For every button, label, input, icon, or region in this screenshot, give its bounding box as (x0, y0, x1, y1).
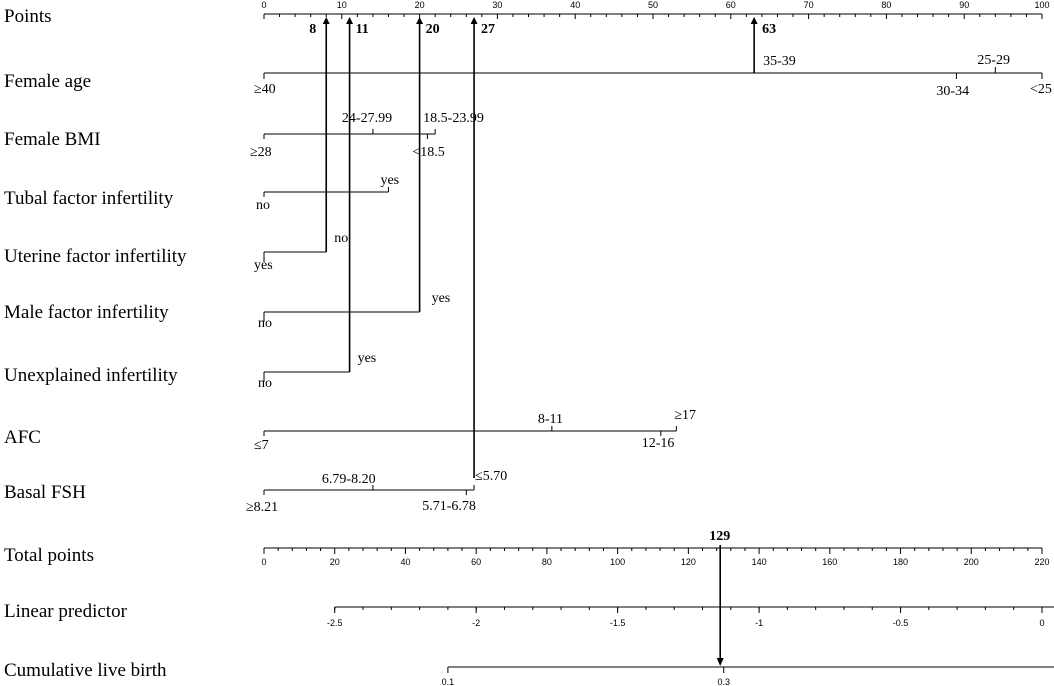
total-points-marker-label: 129 (709, 529, 730, 544)
lp-tick-label: -2 (472, 618, 480, 628)
level-label: yes (254, 258, 273, 273)
level-label: 6.79-8.20 (322, 472, 376, 487)
points-axis: 0 10 20 30 40 50 60 70 80 90 100 (261, 0, 1050, 19)
total-tick-label: 20 (330, 557, 340, 567)
points-row-label: Points (4, 6, 52, 27)
level-label: 24-27.99 (342, 111, 392, 126)
points-tick-label: 50 (648, 0, 658, 10)
linear-predictor-row-label: Linear predictor (4, 601, 128, 622)
level-label: yes (432, 291, 451, 306)
lp-tick-label: -0.5 (893, 618, 909, 628)
uterine-scale: yes no (254, 231, 348, 273)
level-label: no (256, 198, 270, 213)
level-label: 25-29 (977, 53, 1010, 68)
uterine-row-label: Uterine factor infertility (4, 246, 187, 267)
afc-row-label: AFC (4, 427, 41, 448)
row-labels: Points Female age Female BMI Tubal facto… (4, 6, 187, 681)
female-bmi-row-label: Female BMI (4, 129, 101, 150)
level-label: no (258, 376, 272, 391)
level-label: ≥17 (674, 408, 696, 423)
example-case-arrows: 8 11 20 27 63 129 (309, 17, 776, 666)
unexplained-scale: no yes (258, 351, 376, 391)
level-label: ≥8.21 (246, 500, 278, 515)
total-points-row-label: Total points (4, 545, 94, 566)
level-label: ≤7 (254, 438, 269, 453)
points-tick-label: 20 (415, 0, 425, 10)
level-label: <18.5 (412, 145, 444, 160)
clb-tick-label: 0.3 (717, 677, 730, 686)
level-label: <25 (1030, 82, 1052, 97)
total-tick-label: 200 (964, 557, 979, 567)
selected-points-label: 8 (309, 22, 316, 37)
level-label: 18.5-23.99 (423, 111, 484, 126)
points-tick-label: 0 (261, 0, 266, 10)
female-age-scale: ≥40 35-39 30-34 25-29 <25 (254, 53, 1052, 99)
tubal-scale: no yes (256, 173, 399, 213)
points-tick-label: 40 (570, 0, 580, 10)
points-tick-label: 90 (959, 0, 969, 10)
selected-points-label: 11 (356, 22, 369, 37)
total-tick-label: 40 (400, 557, 410, 567)
cumulative-live-birth-axis: 0.10.30.6 (442, 666, 1054, 686)
level-label: 30-34 (936, 84, 969, 99)
lp-tick-label: -1 (755, 618, 763, 628)
total-tick-label: 180 (893, 557, 908, 567)
total-tick-label: 140 (752, 557, 767, 567)
female-age-row-label: Female age (4, 71, 91, 92)
arrow-27-head (470, 17, 478, 24)
tubal-row-label: Tubal factor infertility (4, 188, 174, 209)
female-bmi-scale: ≥28 24-27.99 <18.5 18.5-23.99 (250, 111, 484, 160)
total-tick-label: 100 (610, 557, 625, 567)
points-tick-label: 30 (492, 0, 502, 10)
unexplained-row-label: Unexplained infertility (4, 365, 178, 386)
lp-tick-label: 0 (1039, 618, 1044, 628)
lp-tick-label: -2.5 (327, 618, 343, 628)
level-label: ≤5.70 (475, 469, 507, 484)
total-arrow-head (716, 658, 724, 666)
total-points-axis: 0 20 40 60 80 100 120 140 160 180 200 220 (261, 547, 1050, 567)
male-row-label: Male factor infertility (4, 302, 169, 323)
level-label: no (258, 316, 272, 331)
selected-points-label: 63 (762, 22, 776, 37)
total-tick-label: 80 (542, 557, 552, 567)
level-label: 35-39 (763, 54, 796, 69)
cumulative-live-birth-row-label: Cumulative live birth (4, 660, 167, 681)
arrow-11-head (346, 17, 354, 24)
arrow-63-head (750, 17, 758, 24)
clb-tick-label: 0.1 (442, 677, 455, 686)
arrow-20-head (416, 17, 424, 24)
level-label: ≥28 (250, 145, 272, 160)
level-label: 5.71-6.78 (422, 499, 476, 514)
points-tick-label: 70 (804, 0, 814, 10)
level-label: yes (380, 173, 399, 188)
arrow-8-head (322, 17, 330, 24)
selected-points-label: 20 (426, 22, 440, 37)
basal-fsh-scale: ≥8.21 6.79-8.20 5.71-6.78 ≤5.70 (246, 469, 507, 515)
level-label: 8-11 (538, 412, 563, 427)
total-tick-label: 0 (261, 557, 266, 567)
lp-tick-label: -1.5 (610, 618, 626, 628)
level-label: ≥40 (254, 82, 276, 97)
level-label: 12-16 (642, 436, 675, 451)
male-scale: no yes (258, 291, 450, 331)
level-label: no (334, 231, 348, 246)
total-tick-label: 160 (822, 557, 837, 567)
level-label: yes (358, 351, 377, 366)
afc-scale: ≤7 8-11 12-16 ≥17 (254, 408, 696, 453)
points-tick-label: 100 (1034, 0, 1049, 10)
total-tick-label: 220 (1034, 557, 1049, 567)
basal-fsh-row-label: Basal FSH (4, 482, 86, 503)
linear-predictor-axis: -2.5-2-1.5-1-0.500.5 (327, 606, 1054, 628)
selected-points-label: 27 (481, 22, 495, 37)
points-tick-label: 60 (726, 0, 736, 10)
total-tick-label: 60 (471, 557, 481, 567)
predictor-scales: ≥40 35-39 30-34 25-29 <25 ≥28 24-27.99 <18.5 18.… (246, 53, 1052, 515)
total-tick-label: 120 (681, 557, 696, 567)
points-tick-label: 10 (337, 0, 347, 10)
points-tick-label: 80 (881, 0, 891, 10)
